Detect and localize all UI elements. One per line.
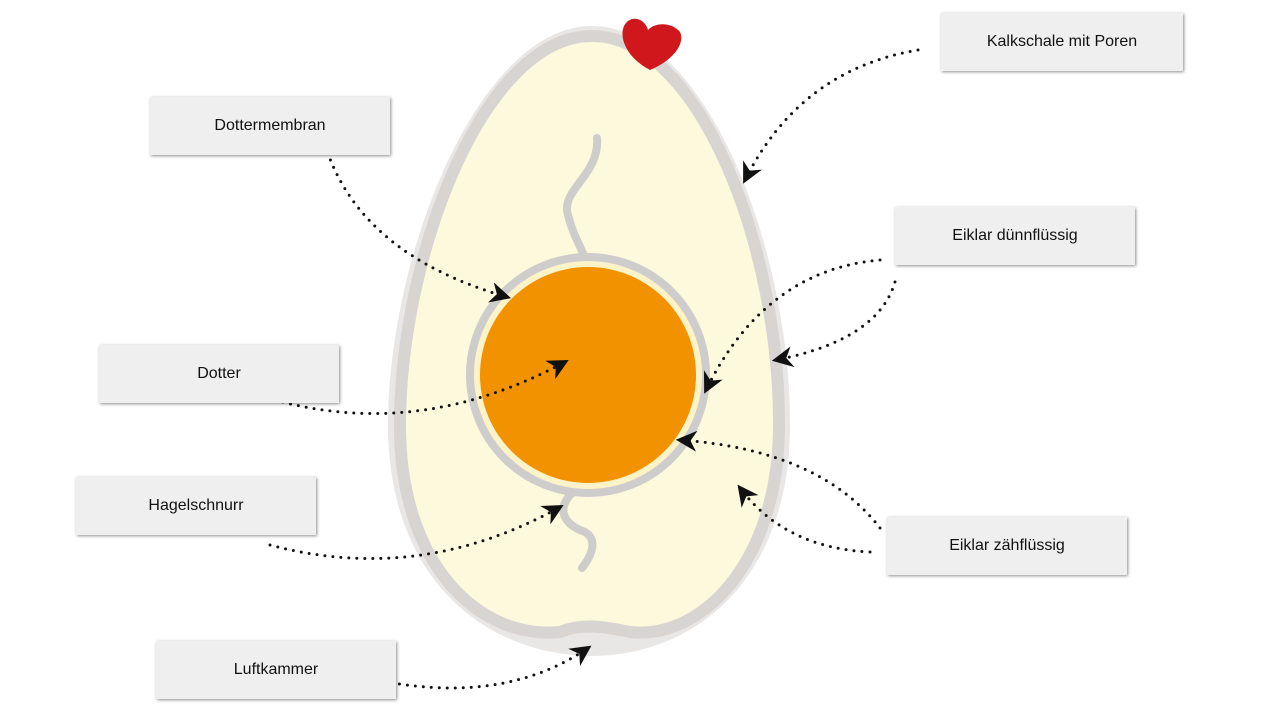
label-hagelschnurr: Hagelschnurr [76,477,316,535]
label-eiklar-zaehfluessig: Eiklar zähflüssig [887,517,1127,575]
arrow-hagelschnurr [268,504,564,561]
chalaza-top [562,134,602,262]
arrow-eiklar-duenn-2 [771,280,897,368]
label-eiklar-duennfluessig: Eiklar dünnflüssig [895,207,1135,265]
label-dottermembran: Dottermembran [150,97,390,155]
chalaza-bottom [559,489,597,572]
label-luftkammer: Luftkammer [156,641,396,699]
label-kalkschale: Kalkschale mit Poren [941,13,1183,71]
yolk [480,267,696,483]
arrow-kalkschale [743,48,920,184]
heart-icon [622,18,682,70]
arrow-luftkammer [366,645,592,690]
arrow-eiklar-zaeh-1 [675,430,882,530]
label-dotter: Dotter [99,345,339,403]
